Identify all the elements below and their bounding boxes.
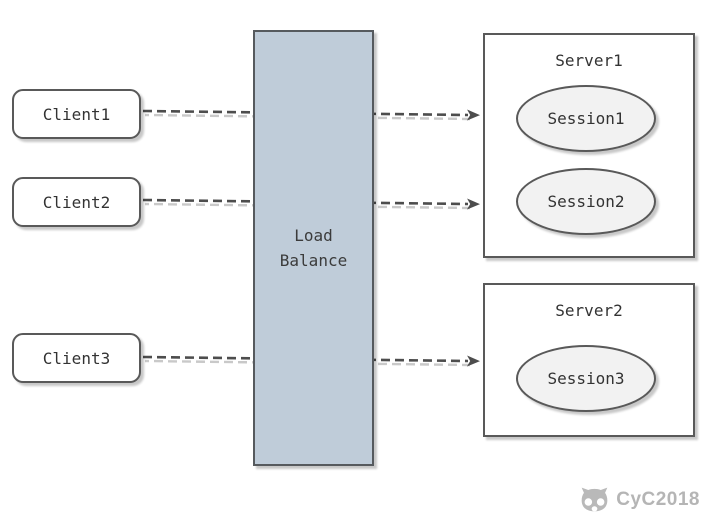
client2-label: Client2	[42, 192, 111, 212]
server2-title: Server2	[555, 301, 623, 320]
client1-node: Client1	[12, 89, 141, 139]
watermark: CyC2018	[578, 486, 700, 514]
client1-label: Client1	[42, 104, 111, 124]
session1-node: Session1	[516, 85, 656, 152]
watermark-text: CyC2018	[616, 489, 700, 510]
session3-label: Session3	[547, 369, 625, 388]
server1-title: Server1	[555, 51, 623, 70]
server1-node: Server1 Session1 Session2	[483, 33, 695, 258]
session1-label: Session1	[547, 109, 625, 128]
client3-node: Client3	[12, 333, 141, 383]
session3-node: Session3	[516, 345, 656, 412]
load-balancer-label: Load Balance	[279, 226, 348, 270]
octocat-icon	[581, 487, 608, 512]
session2-label: Session2	[547, 192, 625, 211]
session2-node: Session2	[516, 168, 656, 235]
client3-label: Client3	[42, 348, 111, 368]
load-balancer-node: Load Balance	[253, 30, 374, 466]
client2-node: Client2	[12, 177, 141, 227]
server2-node: Server2 Session3	[483, 283, 695, 437]
